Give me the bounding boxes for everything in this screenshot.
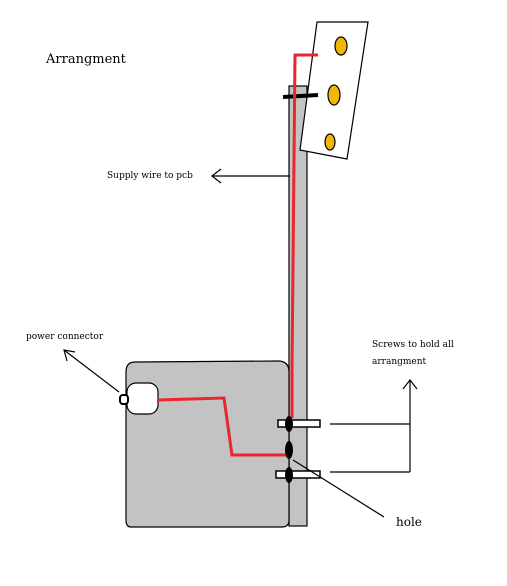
pcb-led-1 — [334, 36, 348, 56]
pcb-led-3 — [324, 133, 336, 151]
screw-upper — [277, 419, 321, 428]
hole-arrow — [292, 459, 385, 518]
supply-wire-arrow — [211, 168, 290, 184]
screws-label-line1: Screws to hold all — [372, 340, 454, 350]
power-connector-socket — [126, 382, 159, 415]
screws-arrow — [330, 379, 418, 473]
internal-wire — [157, 396, 289, 457]
diagram-title: Arrangment — [46, 52, 126, 67]
hole-marker — [285, 441, 293, 459]
screw-upper-head — [285, 416, 293, 432]
top-clamp — [282, 93, 319, 99]
hole-label: hole — [396, 515, 422, 529]
enclosure-box — [125, 360, 290, 528]
pcb-led-2 — [327, 84, 341, 106]
power-connector-label: power connector — [26, 332, 104, 342]
screw-lower — [275, 470, 321, 479]
power-connector-pin — [119, 394, 129, 405]
supply-wire — [290, 53, 318, 418]
supply-wire-label: Supply wire to pcb — [107, 171, 193, 181]
screw-lower-head — [285, 467, 293, 483]
power-connector-arrow — [63, 349, 120, 393]
screws-label-line2: arrangment — [372, 357, 427, 367]
